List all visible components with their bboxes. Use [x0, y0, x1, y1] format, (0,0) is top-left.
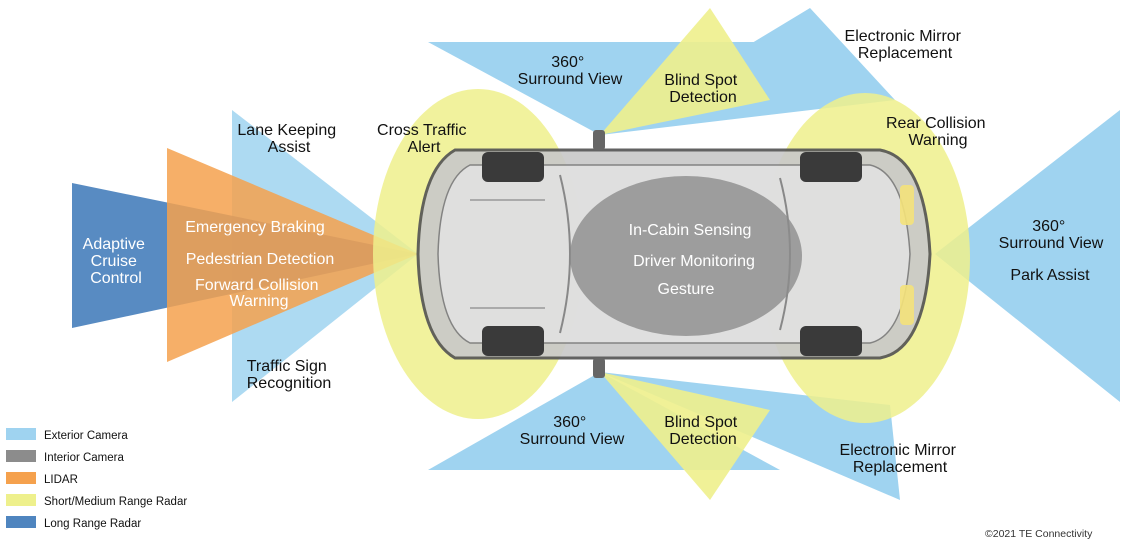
- legend-swatch-radar-long: [6, 516, 36, 528]
- rear-collision-label: Rear Collision Warning: [886, 115, 990, 149]
- gesture-label: Gesture: [658, 281, 715, 298]
- legend-swatch-exterior: [6, 428, 36, 440]
- driver-monitoring-label: Driver Monitoring: [633, 253, 755, 270]
- wheel-front-right: [482, 326, 544, 356]
- legend-label-radar-long: Long Range Radar: [44, 518, 141, 530]
- park-assist-label: Park Assist: [1010, 267, 1090, 284]
- copyright: ©2021 TE Connectivity: [985, 528, 1093, 540]
- legend-swatch-interior: [6, 450, 36, 462]
- adaptive-cruise-label: Adaptive Cruise Control: [83, 236, 150, 287]
- wheel-rear-left: [800, 152, 862, 182]
- pedestrian-detection-label: Pedestrian Detection: [186, 251, 335, 268]
- blind-spot-bottom-label: Blind Spot Detection: [664, 414, 741, 448]
- forward-collision-label: Forward Collision Warning: [195, 277, 323, 310]
- mirror-bottom-label: Electronic Mirror Replacement: [840, 442, 961, 476]
- lidar-cone: [167, 148, 418, 362]
- in-cabin-label: In-Cabin Sensing: [629, 222, 752, 239]
- legend-label-radar-short: Short/Medium Range Radar: [44, 496, 187, 508]
- mirror-top-label: Electronic Mirror Replacement: [845, 28, 966, 62]
- traffic-sign-label: Traffic Sign Recognition: [247, 358, 332, 392]
- mirror-left: [593, 130, 605, 150]
- wheel-front-left: [482, 152, 544, 182]
- wheel-rear-right: [800, 326, 862, 356]
- cross-traffic-label: Cross Traffic Alert: [377, 122, 471, 156]
- blind-spot-top-label: Blind Spot Detection: [664, 72, 741, 106]
- blind-spot-bottom-cone: [600, 372, 770, 500]
- legend-swatch-lidar: [6, 472, 36, 484]
- legend-swatch-radar-short: [6, 494, 36, 506]
- mirror-right: [593, 358, 605, 378]
- surround-view-top-label: 360° Surround View: [518, 54, 623, 88]
- interior-camera-zone: [570, 176, 802, 336]
- legend-label-interior: Interior Camera: [44, 452, 124, 464]
- surround-view-rear-label: 360° Surround View: [999, 218, 1104, 252]
- emergency-braking-label: Emergency Braking: [185, 219, 325, 236]
- rear-camera-cone: [935, 110, 1120, 402]
- blind-spot-top-cone: [600, 8, 770, 135]
- surround-view-bottom-label: 360° Surround View: [520, 414, 625, 448]
- legend: Exterior Camera Interior Camera LIDAR Sh…: [6, 428, 187, 530]
- legend-label-lidar: LIDAR: [44, 474, 78, 486]
- legend-label-exterior: Exterior Camera: [44, 430, 128, 442]
- lane-keeping-label: Lane Keeping Assist: [237, 122, 340, 156]
